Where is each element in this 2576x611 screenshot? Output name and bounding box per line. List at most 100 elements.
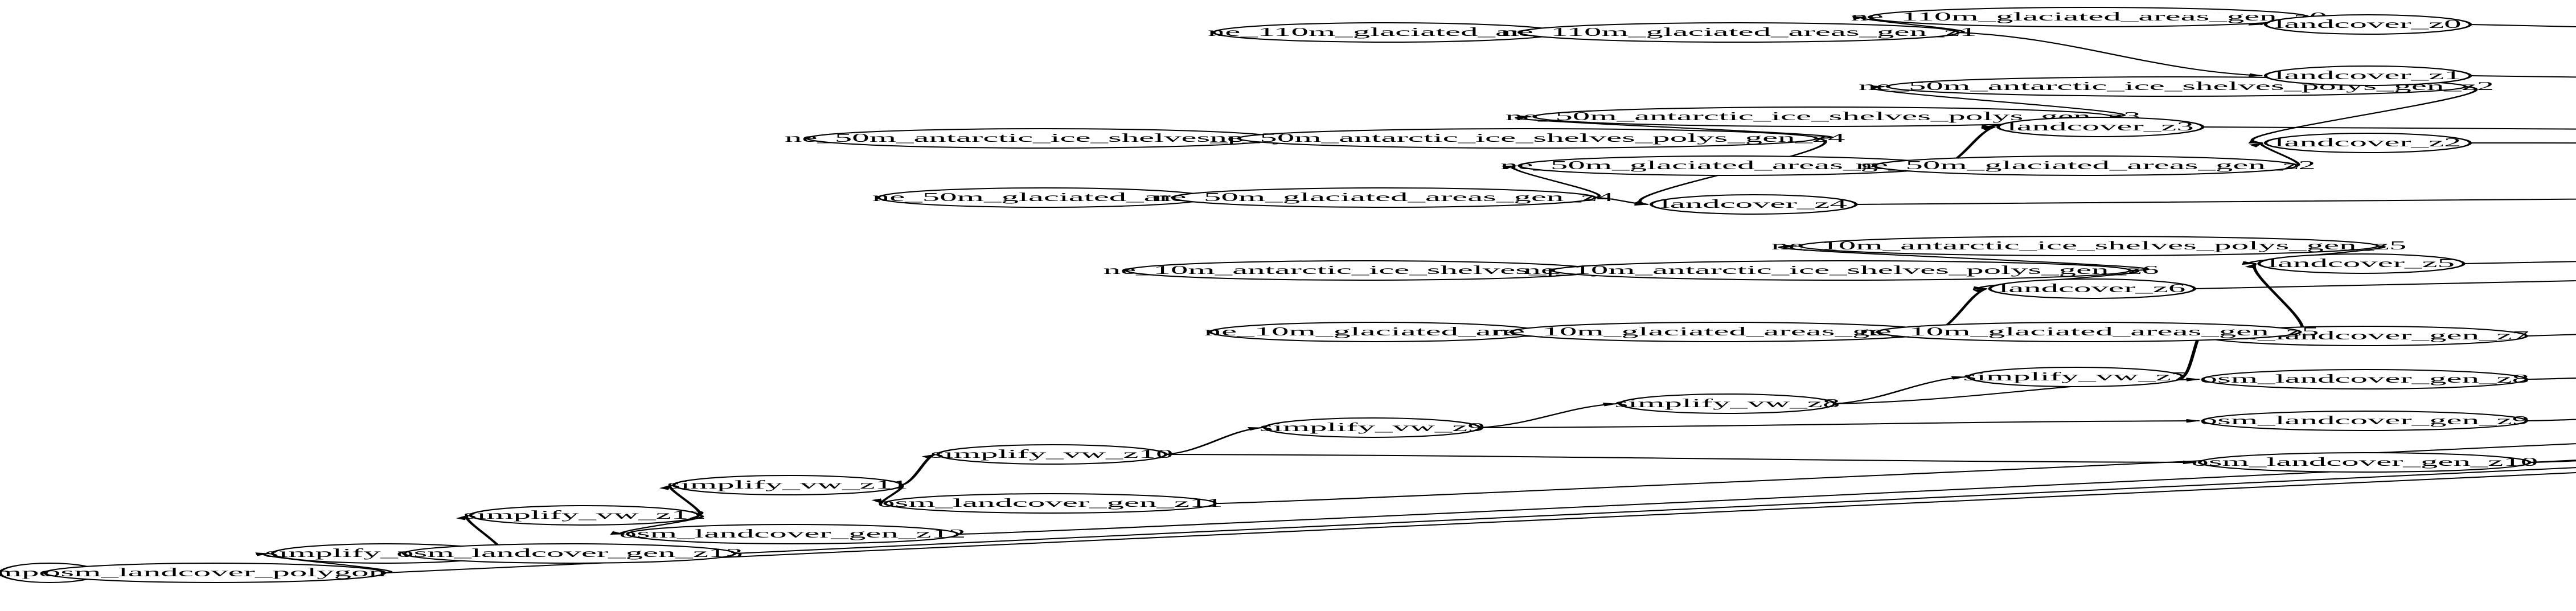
graph-node-simplify_vw_z10[interactable]: simplify_vw_z10 — [930, 444, 1173, 465]
graph-node-landcover_z4[interactable]: landcover_z4 — [1650, 194, 1858, 215]
graph-node-osm_landcover_gen_z11[interactable]: osm_landcover_gen_z11 — [877, 493, 1223, 514]
graph-node-ne_50m_antarctic_ice_shelves_polys[interactable]: ne_50m_antarctic_ice_shelves_polys — [785, 128, 1303, 149]
graph-edge-osm_landcover_gen_z12--record_z12 — [957, 460, 2576, 535]
graph-node-ne_50m_glaciated_areas_gen_z2[interactable]: ne_50m_glaciated_areas_gen_z2 — [1856, 155, 2316, 176]
graph-edge-ne_50m_antarctic_ice_shelves_polys_gen_z2--landcover_z2 — [2248, 86, 2478, 143]
graph-node-landcover_z2[interactable]: landcover_z2 — [2263, 133, 2472, 153]
node-label: ne_50m_glaciated_areas_gen_z3 — [1500, 158, 1960, 172]
node-ellipse — [1237, 128, 1818, 149]
graph-node-landcover_z1[interactable]: landcover_z1 — [2263, 65, 2472, 86]
edge-layer — [28, 16, 2576, 575]
node-label: ne_110m_glaciated_areas_gen_z1 — [1501, 25, 1977, 39]
node-label: simplify_vw_z12 — [463, 508, 705, 522]
graph-node-ne_110m_glaciated_areas_gen_z0[interactable]: ne_110m_glaciated_areas_gen_z0 — [1851, 7, 2327, 27]
graph-node-ne_50m_glaciated_areas_gen_z3[interactable]: ne_50m_glaciated_areas_gen_z3 — [1500, 155, 1960, 176]
node-label: osm_landcover_gen_z12 — [620, 527, 966, 540]
node-label: ne_50m_glaciated_areas_gen_z2 — [1856, 158, 2316, 172]
graph-node-landcover_z5[interactable]: landcover_z5 — [2257, 253, 2466, 274]
graph-edge-osm_landcover_gen_z10--record_z10 — [2529, 460, 2576, 463]
node-label: simplify_vw_z7 — [1963, 370, 2188, 383]
graph-node-ne_10m_antarctic_ice_shelves_polys[interactable]: ne_10m_antarctic_ice_shelves_polys — [1104, 260, 1622, 281]
node-label: ne_110m_glaciated_areas — [1208, 25, 1566, 39]
node-ellipse — [1996, 117, 2205, 137]
graph-edge-osm_landcover_polygon--simplify_vw_z13 — [255, 552, 393, 573]
graph-node-simplify_vw_z11[interactable]: simplify_vw_z11 — [667, 475, 908, 495]
graph-node-ne_50m_glaciated_areas_gen_z4[interactable]: ne_50m_glaciated_areas_gen_z4 — [1154, 187, 1614, 208]
node-label: ne_50m_antarctic_ice_shelves_polys — [785, 131, 1303, 145]
graph-node-ne_10m_antarctic_ice_shelves_polys_gen_z6[interactable]: ne_10m_antarctic_ice_shelves_polys_gen_z… — [1523, 260, 2159, 281]
node-ellipse — [1263, 417, 1482, 438]
graph-node-ne_110m_glaciated_areas_gen_z1[interactable]: ne_110m_glaciated_areas_gen_z1 — [1501, 22, 1977, 43]
graph-node-ne_50m_antarctic_ice_shelves_polys_gen_z3[interactable]: ne_50m_antarctic_ice_shelves_polys_gen_z… — [1506, 106, 2141, 127]
graph-edge-osm_landcover_gen_z8--record_z8 — [2526, 377, 2576, 380]
node-label: simplify_vw_z9 — [1260, 420, 1485, 434]
graph-node-osm_landcover_gen_z13[interactable]: osm_landcover_gen_z13 — [396, 543, 743, 564]
node-label: ne_50m_antarctic_ice_shelves_polys_gen_z… — [1209, 131, 1845, 145]
graph-node-landcover_z3[interactable]: landcover_z3 — [1996, 117, 2205, 137]
graph-node-simplify_vw_z8[interactable]: simplify_vw_z8 — [1614, 393, 1840, 414]
graph-node-osm_landcover_gen_z12[interactable]: osm_landcover_gen_z12 — [620, 524, 966, 544]
node-label: landcover_z5 — [2268, 256, 2455, 270]
node-label: osm_landcover_gen_z13 — [396, 546, 743, 560]
graph-node-simplify_vw_z9[interactable]: simplify_vw_z9 — [1260, 417, 1485, 438]
node-label: landcover_z4 — [1660, 197, 1847, 211]
node-label: ne_50m_antarctic_ice_shelves_polys_gen_z… — [1506, 109, 2141, 123]
node-label: osm_landcover_polygon — [43, 565, 386, 579]
graph-node-ne_50m_antarctic_ice_shelves_polys_gen_z4[interactable]: ne_50m_antarctic_ice_shelves_polys_gen_z… — [1209, 128, 1845, 149]
node-ellipse — [2263, 133, 2472, 153]
node-label: ne_50m_glaciated_areas — [872, 190, 1215, 204]
graph-edge-ne_50m_glaciated_areas_gen_z2--landcover_z2 — [2249, 142, 2300, 166]
graph-node-simplify_vw_z7[interactable]: simplify_vw_z7 — [1963, 367, 2188, 387]
node-label: landcover_z3 — [2007, 120, 2194, 133]
graph-node-ne_50m_glaciated_areas[interactable]: ne_50m_glaciated_areas — [872, 187, 1215, 208]
node-label: osm_landcover_gen_z9 — [2200, 413, 2529, 427]
node-layer: imposm3osm_landcover_polygonsimplify_vw_… — [0, 7, 2538, 583]
graph-edge-simplify_vw_z8--simplify_vw_z7 — [1834, 376, 1967, 404]
graph-node-osm_landcover_gen_z8[interactable]: osm_landcover_gen_z8 — [2200, 369, 2529, 389]
graph-edge-ne_10m_glaciated_areas_gen_z5--landcover_z5 — [2245, 263, 2304, 333]
graph-node-ne_10m_glaciated_areas_gen_z6[interactable]: ne_10m_glaciated_areas_gen_z6 — [1492, 322, 1952, 342]
node-label: ne_10m_antarctic_ice_shelves_polys — [1104, 263, 1622, 277]
node-label: osm_landcover_gen_z8 — [2200, 372, 2529, 386]
node-label: ne_50m_glaciated_areas_gen_z4 — [1154, 190, 1614, 204]
node-ellipse — [1872, 155, 2299, 176]
node-ellipse — [883, 493, 1217, 514]
node-label: ne_10m_antarctic_ice_shelves_polys_gen_z… — [1523, 263, 2159, 277]
node-ellipse — [2201, 369, 2528, 389]
node-ellipse — [469, 505, 700, 526]
graph-edge-osm_landcover_gen_z9--record_z9 — [2526, 419, 2576, 421]
node-label: simplify_vw_z8 — [1614, 396, 1840, 410]
graph-edge-ne_110m_glaciated_areas_gen_z1--landcover_z1 — [1958, 32, 2264, 77]
graph-edge-osm_landcover_gen_z7--record_z7 — [2526, 334, 2576, 337]
node-ellipse — [43, 563, 387, 583]
node-label: ne_10m_antarctic_ice_shelves_polys_gen_z… — [1771, 239, 2406, 252]
graph-edge-landcover_z4--record_z4 — [1856, 199, 2576, 205]
node-label: ne_10m_glaciated_areas — [1204, 325, 1547, 338]
node-ellipse — [2263, 14, 2472, 35]
graph-node-landcover_z0[interactable]: landcover_z0 — [2263, 14, 2472, 35]
node-ellipse — [1798, 236, 2380, 256]
graph-node-landcover_z6[interactable]: landcover_z6 — [1988, 278, 2196, 299]
graph-node-ne_110m_glaciated_areas[interactable]: ne_110m_glaciated_areas — [1208, 22, 1566, 43]
graph-node-osm_landcover_polygon[interactable]: osm_landcover_polygon — [43, 563, 387, 583]
node-ellipse — [1618, 393, 1836, 414]
graph-node-osm_landcover_gen_z10[interactable]: osm_landcover_gen_z10 — [2191, 452, 2538, 473]
node-ellipse — [1171, 187, 1597, 208]
graph-node-ne_10m_antarctic_ice_shelves_polys_gen_z5[interactable]: ne_10m_antarctic_ice_shelves_polys_gen_z… — [1771, 236, 2407, 256]
graph-edge-simplify_vw_z10--simplify_vw_z9 — [1165, 427, 1264, 455]
node-ellipse — [1532, 106, 2114, 127]
node-label: landcover_z1 — [2275, 68, 2462, 82]
graph-edge-simplify_vw_z9--simplify_vw_z8 — [1479, 403, 1618, 428]
node-ellipse — [672, 475, 904, 495]
graph-node-ne_10m_glaciated_areas_gen_z5[interactable]: ne_10m_glaciated_areas_gen_z5 — [1859, 322, 2319, 342]
graph-edge-ne_110m_glaciated_areas_gen_z1--ne_110m_glaciated_areas_gen_z0 — [1852, 16, 1965, 33]
node-label: simplify_vw_z11 — [667, 478, 908, 491]
node-ellipse — [2201, 411, 2528, 431]
graph-node-osm_landcover_gen_z9[interactable]: osm_landcover_gen_z9 — [2200, 411, 2529, 431]
node-label: landcover_z2 — [2275, 136, 2462, 149]
graph-node-simplify_vw_z12[interactable]: simplify_vw_z12 — [463, 505, 706, 526]
graph-edge-ne_10m_antarctic_ice_shelves_polys_gen_z6--ne_10m_antarctic_ice_shelves_polys_gen_z5 — [1778, 244, 2150, 271]
node-label: osm_landcover_gen_z11 — [877, 496, 1223, 510]
node-ellipse — [1876, 322, 2302, 342]
